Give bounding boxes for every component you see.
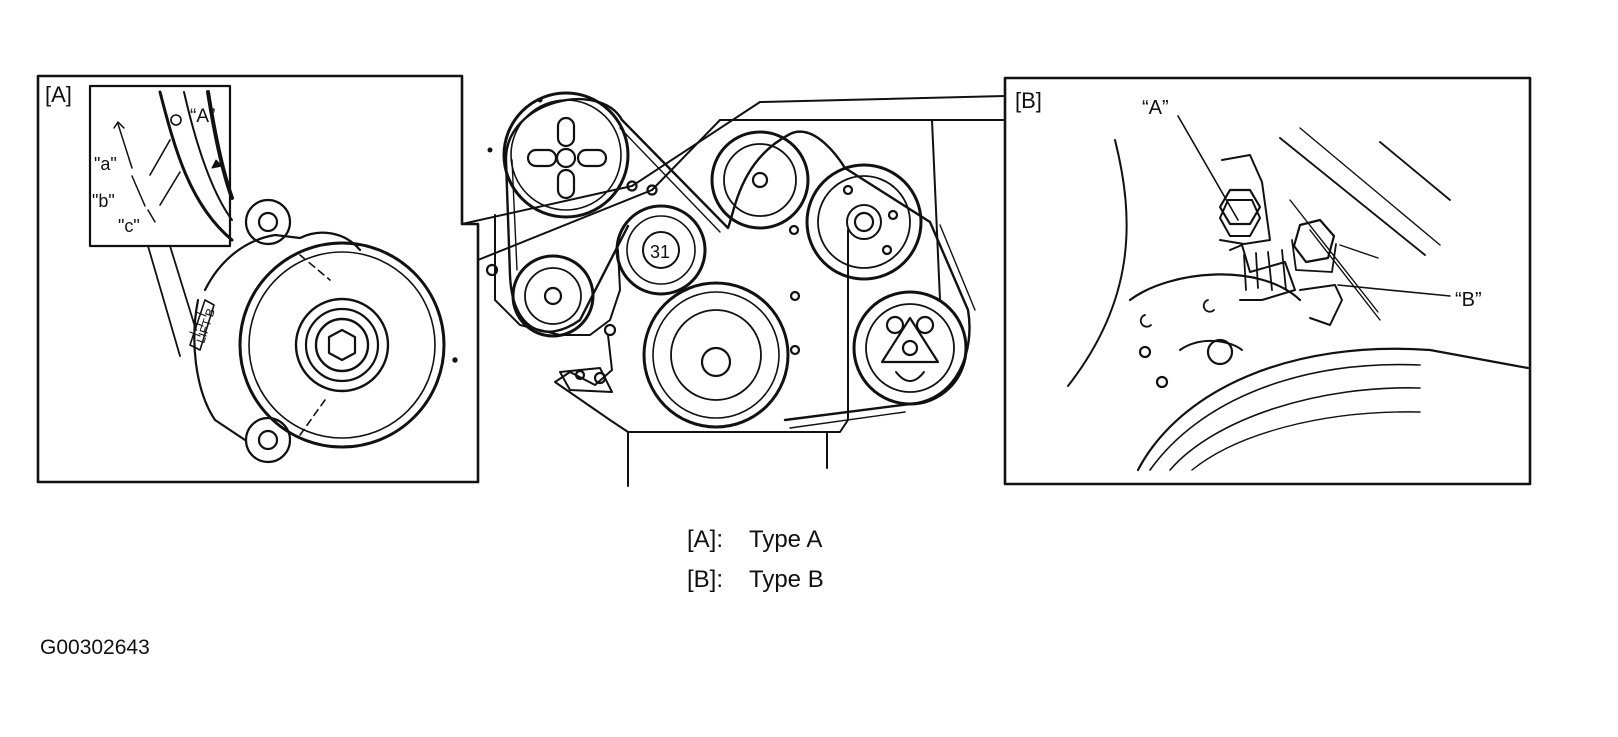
panel-a-tag: [A] [45, 82, 72, 107]
alternator-pulley [502, 91, 630, 219]
idler-pulley-lower-left [511, 254, 595, 338]
inset-dim-b: "b" [92, 191, 115, 211]
legend-text-a: Type A [749, 526, 823, 553]
legend-item-type-a: [A]: Type A [687, 526, 822, 554]
bolt-b [1291, 218, 1337, 273]
inset-dim-a: "a" [94, 154, 117, 174]
water-pump-pulley [805, 163, 923, 281]
drive-belt [504, 98, 971, 422]
legend-key-a: [A]: [687, 526, 724, 553]
panel-b-callout-a: “A” [1142, 97, 1169, 119]
svg-text:31: 31 [650, 242, 670, 262]
legend-key-b: [B]: [687, 566, 724, 593]
figure-id: G00302643 [40, 636, 150, 659]
panel-a [36, 74, 480, 484]
inset-scale-arc [158, 90, 234, 242]
crankshaft-pulley [642, 281, 790, 429]
tensioner-body [203, 231, 362, 292]
engine-belt-layout: 31 [461, 91, 1006, 487]
legend-item-type-b: [B]: Type B [687, 566, 824, 594]
inset-callout-a: “A” [190, 106, 215, 127]
panel-a-inset-frame [88, 84, 232, 248]
panel-b-frame [1003, 76, 1532, 486]
panel-b-tag: [B] [1015, 88, 1042, 113]
panel-a-frame [36, 74, 480, 484]
panel-b-callout-b: “B” [1455, 289, 1482, 311]
tensioner-pulley [238, 241, 446, 449]
legend-text-b: Type B [749, 566, 824, 593]
power-steering-pulley [710, 130, 810, 230]
idler-pulley-center: 31 [615, 204, 707, 296]
bolt-a [1218, 154, 1271, 245]
panel-b [1003, 76, 1532, 486]
tensioner-bolt-top [244, 198, 292, 246]
inset-dim-c: "c" [118, 216, 140, 236]
tensioner-bolt-bottom [244, 416, 292, 464]
